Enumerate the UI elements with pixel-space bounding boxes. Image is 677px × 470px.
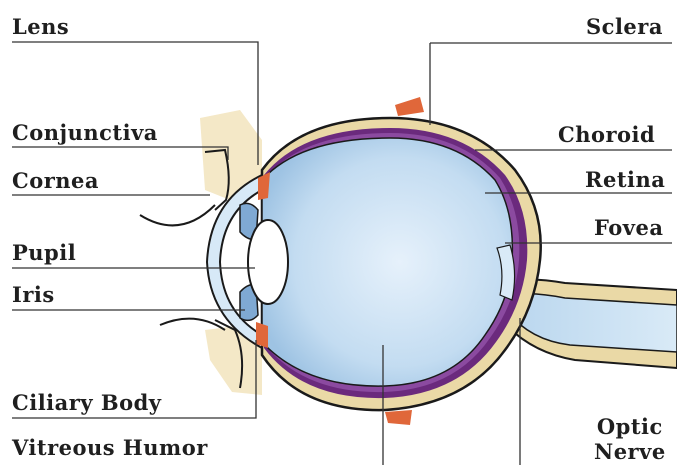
label-cornea: Cornea [12, 170, 99, 191]
label-iris: Iris [12, 284, 55, 305]
vitreous-humor [262, 138, 512, 386]
label-retina: Retina [585, 169, 665, 190]
label-choroid: Choroid [558, 124, 655, 145]
leader-sclera [430, 43, 672, 125]
muscle-lower [385, 410, 412, 425]
upper-lash [140, 205, 215, 225]
label-fovea: Fovea [594, 217, 663, 238]
muscle-upper [395, 97, 424, 116]
label-conjunctiva: Conjunctiva [12, 122, 158, 143]
label-ciliary-body: Ciliary Body [12, 392, 161, 413]
label-lens: Lens [12, 16, 69, 37]
lens-shape [248, 220, 288, 304]
label-pupil: Pupil [12, 242, 76, 263]
label-sclera: Sclera [586, 16, 663, 37]
ciliary-body-lower [256, 322, 268, 348]
label-vitreous-humor: Vitreous Humor [12, 437, 208, 458]
label-optic-nerve: Optic Nerve [594, 414, 666, 464]
leader-conjunctiva [12, 147, 228, 160]
